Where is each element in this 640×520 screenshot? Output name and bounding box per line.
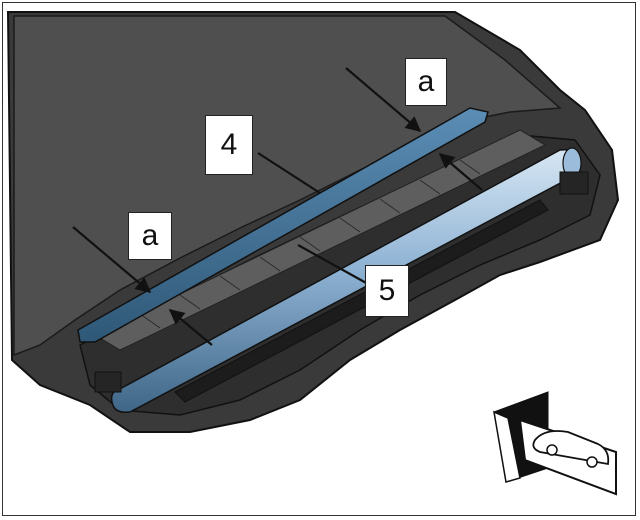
dimension-a-upper-arrow-top bbox=[345, 67, 422, 132]
vehicle-icon bbox=[532, 430, 610, 468]
wind-deflector bbox=[77, 107, 489, 343]
leader-line-5 bbox=[297, 244, 369, 285]
mesh-net-hatching bbox=[139, 159, 481, 329]
dimension-a-lower-arrow-bottom bbox=[168, 309, 213, 346]
label-dimension-a-lower: a bbox=[128, 212, 172, 260]
label-dimension-a-upper: a bbox=[405, 58, 447, 106]
leader-line-4 bbox=[257, 152, 321, 194]
label-part-4: 4 bbox=[205, 115, 253, 175]
guide-rail bbox=[174, 199, 549, 403]
right-mechanism bbox=[559, 171, 589, 195]
dimension-a-lower-arrow-top bbox=[72, 226, 152, 293]
mesh-net bbox=[93, 129, 547, 351]
left-mechanism bbox=[94, 371, 122, 393]
dimension-a-upper-arrow-bottom bbox=[438, 152, 483, 191]
label-part-5: 5 bbox=[365, 265, 409, 317]
